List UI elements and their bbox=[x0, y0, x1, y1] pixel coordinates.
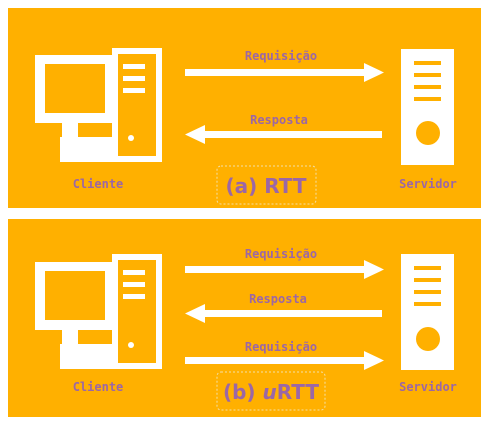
client-computer-icon bbox=[35, 254, 162, 369]
client-label: Cliente bbox=[73, 177, 124, 191]
arrow-request bbox=[185, 351, 384, 370]
arrow-response bbox=[185, 304, 382, 323]
arrow-request-label: Requisição bbox=[245, 247, 317, 261]
server-icon bbox=[401, 254, 454, 370]
arrow-response bbox=[185, 125, 382, 144]
caption-frame bbox=[216, 371, 326, 411]
caption-a: (a) RTT bbox=[226, 174, 307, 198]
server-label: Servidor bbox=[399, 380, 457, 394]
caption-b: (b) uRTT bbox=[223, 380, 319, 404]
client-computer-icon bbox=[35, 48, 162, 162]
server-label: Servidor bbox=[399, 177, 457, 191]
arrow-request bbox=[185, 260, 384, 279]
server-icon bbox=[401, 49, 454, 165]
arrow-response-label: Resposta bbox=[250, 113, 308, 127]
arrow-request-label: Requisição bbox=[245, 340, 317, 354]
caption-frame bbox=[216, 165, 317, 205]
client-label: Cliente bbox=[73, 380, 124, 394]
arrow-response-label: Resposta bbox=[249, 292, 307, 306]
arrow-request bbox=[185, 63, 384, 82]
arrow-request-label: Requisição bbox=[245, 49, 317, 63]
